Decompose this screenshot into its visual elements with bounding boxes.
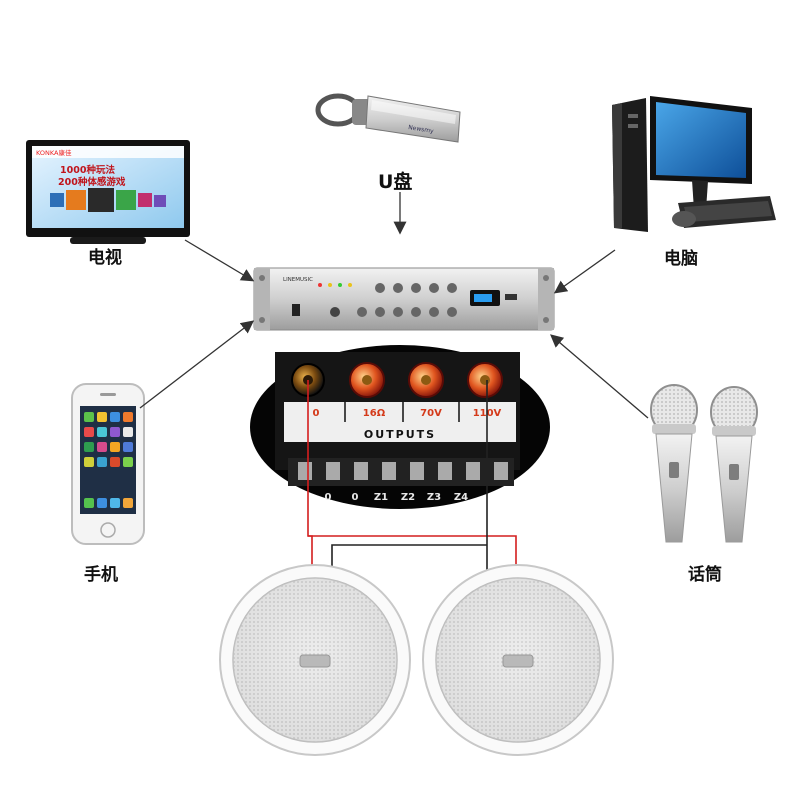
speaker-left	[219, 564, 411, 756]
arrow-pc-to-amp	[553, 249, 616, 294]
screw-label-3: Z2	[401, 492, 415, 503]
microphone-right	[710, 386, 758, 543]
screw-terminal-block	[288, 458, 514, 486]
tap-label-2: 70V	[420, 408, 442, 419]
label-computer: 电脑	[664, 249, 698, 269]
screw-label-5: Z4	[454, 492, 468, 503]
label-microphone: 话筒	[688, 565, 722, 585]
microphones-device	[650, 384, 758, 543]
label-phone: 手机	[84, 565, 118, 585]
speaker-right	[422, 564, 614, 756]
screw-label-0: 0	[325, 492, 332, 503]
label-usb: U盘	[378, 171, 413, 193]
outputs-title: OUTPUTS	[364, 428, 436, 441]
arrow-tv-to-amp	[184, 239, 255, 282]
amplifier-leds	[318, 283, 352, 287]
usb-brand-text: Newsmy	[408, 124, 435, 135]
amplifier-device: LINEMUSIC	[253, 267, 555, 331]
tap-label-0: 0	[313, 408, 320, 419]
usb-drive-device: Newsmy	[315, 93, 461, 143]
screw-label-1: 0	[352, 492, 359, 503]
connection-arrows	[139, 192, 649, 419]
arrow-phone-to-amp	[139, 320, 255, 409]
tv-screen-line2: 200种体感游戏	[58, 176, 126, 188]
tv-brand-text: KONKA康佳	[36, 148, 72, 157]
output-posts	[291, 362, 503, 398]
screw-terminal-labels: 0 0 Z1 Z2 Z3 Z4	[325, 492, 469, 503]
label-tv: 电视	[88, 248, 122, 268]
microphone-left	[650, 384, 698, 543]
phone-app-grid	[84, 412, 133, 508]
tv-screen-line1: 1000种玩法	[60, 164, 115, 176]
screw-label-4: Z3	[427, 492, 441, 503]
tv-device: KONKA康佳 1000种玩法 200种体感游戏	[26, 140, 190, 244]
outputs-panel: OUTPUTS 0 16Ω 70V 110V	[250, 345, 550, 509]
arrow-mic-to-amp	[550, 334, 649, 419]
phone-device	[71, 383, 145, 545]
tap-label-1: 16Ω	[363, 408, 386, 419]
amplifier-brand-text: LINEMUSIC	[283, 277, 313, 283]
tv-app-tiles	[50, 188, 166, 212]
amplifier-knobs	[357, 283, 457, 317]
screw-label-2: Z1	[374, 492, 388, 503]
computer-device	[612, 96, 776, 232]
